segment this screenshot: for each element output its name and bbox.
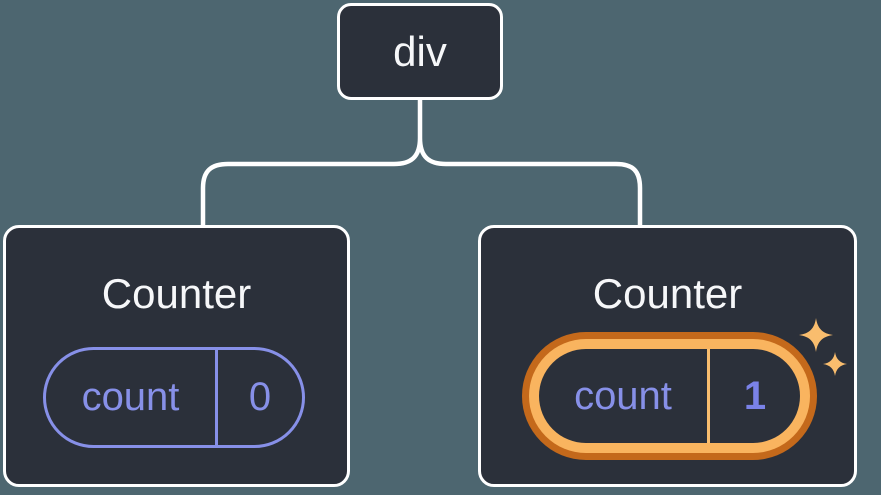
tree-node-counter-right: Counter count 1 <box>478 225 857 487</box>
component-name: Counter <box>592 270 743 317</box>
state-key: count <box>46 350 218 445</box>
state-value: 0 <box>248 375 272 419</box>
tree-node-counter-left: Counter count 0 <box>3 225 350 487</box>
state-pill-inner-ring: count 1 <box>529 339 810 453</box>
tree-node-label: div <box>393 27 447 75</box>
state-pill-content: count 1 <box>539 349 800 443</box>
state-pill-highlighted: count 1 <box>522 332 817 460</box>
tree-node-div: div <box>337 3 503 100</box>
state-value: 1 <box>743 373 767 418</box>
state-pill: count 0 <box>43 347 305 448</box>
state-key: count <box>539 349 710 443</box>
sparkle-icon <box>799 318 847 376</box>
component-name: Counter <box>101 270 252 317</box>
